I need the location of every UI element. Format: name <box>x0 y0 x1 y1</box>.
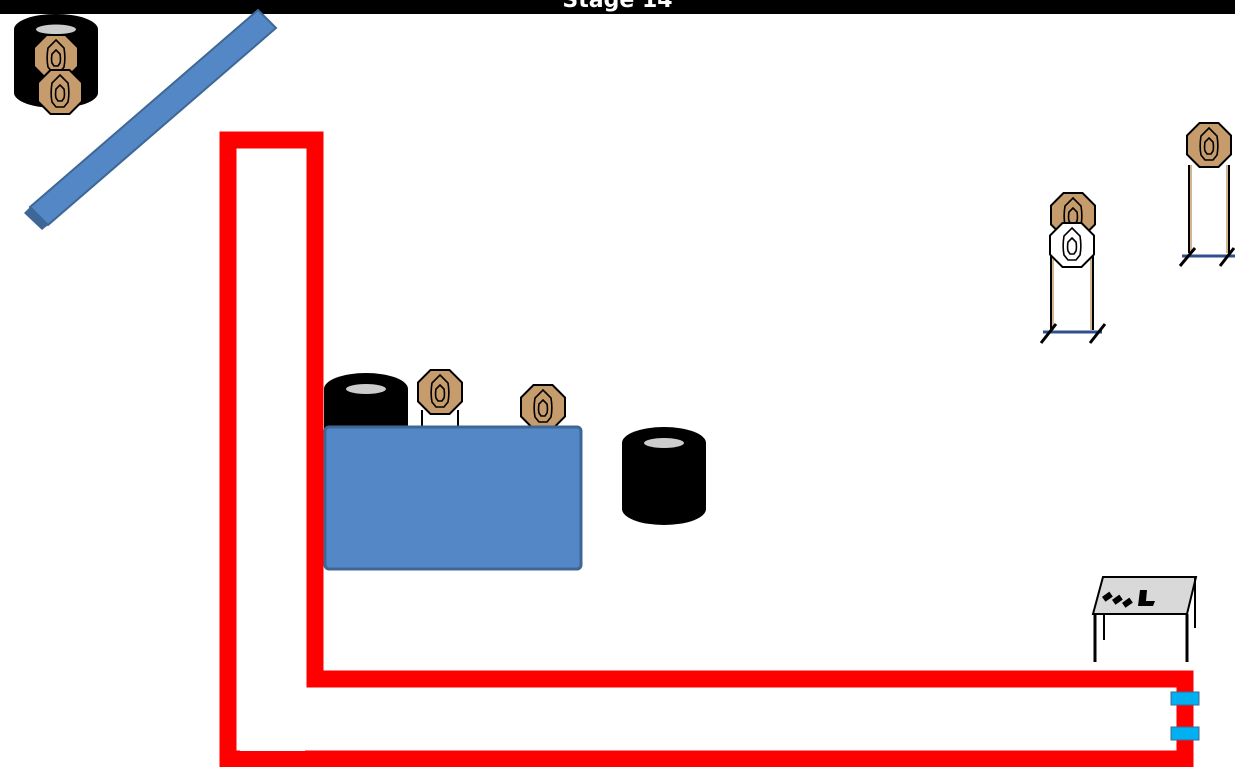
start-position-marker-icon <box>1170 726 1200 741</box>
target-stand <box>1039 192 1107 344</box>
start-position-markers <box>1170 691 1200 741</box>
magazine-icon <box>1102 591 1133 608</box>
paper-target-icon <box>1186 122 1232 168</box>
paper-target-icon <box>417 369 463 430</box>
start-position-marker-icon <box>1170 691 1200 706</box>
paper-target-icon <box>37 69 83 115</box>
paper-target-icon <box>520 384 566 430</box>
top-left-array <box>14 14 98 115</box>
fault-line-outer <box>219 131 1194 767</box>
stage-title: Stage 14 <box>562 0 673 13</box>
tire-stack-icon <box>622 427 706 525</box>
pistol-icon <box>1138 590 1155 606</box>
fault-line-gap <box>240 744 305 751</box>
fault-lines <box>219 131 1194 767</box>
pole-barrier-icon <box>24 8 278 230</box>
loading-table-icon <box>1091 576 1198 662</box>
barrier-wall-icon <box>323 425 583 571</box>
stage-header: Stage 14 <box>0 0 1235 14</box>
target-stand <box>1178 122 1235 267</box>
no-shoot-target-icon <box>1049 222 1095 268</box>
